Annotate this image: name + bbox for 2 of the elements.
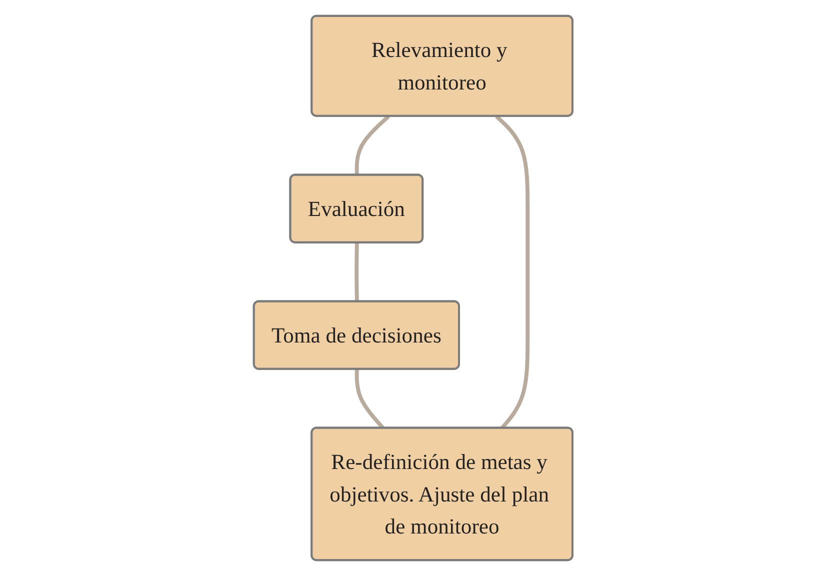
connector xyxy=(354,242,360,302)
connector xyxy=(355,114,390,175)
